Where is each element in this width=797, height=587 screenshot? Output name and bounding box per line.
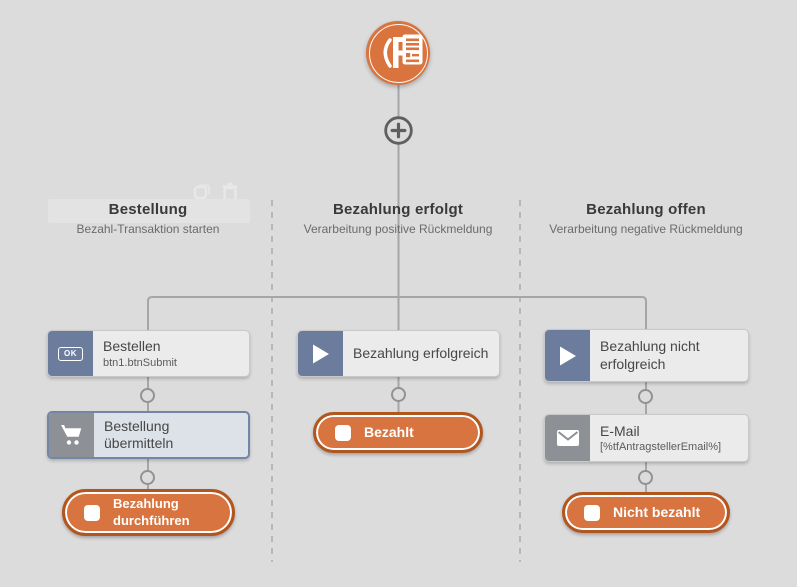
status-square-icon <box>84 504 100 521</box>
node-bezahlung-erfolgreich[interactable]: Bezahlung erfolgreich <box>297 330 500 377</box>
status-square-icon <box>584 504 600 521</box>
node-bestellen[interactable]: OK Bestellen btn1.btnSubmit <box>47 330 250 377</box>
column-subtitle: Verarbeitung positive Rückmeldung <box>303 222 493 236</box>
node-title: Bezahlung nicht erfolgreich <box>600 338 700 372</box>
state-nicht-bezahlt[interactable]: Nicht bezahlt <box>562 492 730 533</box>
status-square-icon <box>335 424 351 441</box>
node-bezahlung-nicht-erfolgreich[interactable]: Bezahlung nicht erfolgreich <box>544 329 749 382</box>
node-bestellung-uebermitteln[interactable]: Bestellung übermitteln <box>47 411 250 459</box>
column-subtitle: Bezahl-Transaktion starten <box>76 222 220 236</box>
form-start-node[interactable] <box>366 21 430 85</box>
state-bezahlung-durchfuehren[interactable]: Bezahlung durchführen <box>62 489 235 536</box>
node-title: E-Mail <box>600 422 640 439</box>
form-app-icon <box>383 34 423 68</box>
column-header-bestellung: Bestellung Bezahl-Transaktion starten <box>23 199 273 236</box>
node-title: Bestellung übermitteln <box>104 417 174 451</box>
column-title: Bezahlung erfolgt <box>332 201 464 218</box>
state-label: Bezahlt <box>364 423 414 440</box>
ok-button-icon: OK <box>48 331 93 376</box>
node-email[interactable]: E-Mail [%tfAntragstellerEmail%] <box>544 414 749 462</box>
node-subtitle: [%tfAntragstellerEmail%] <box>600 441 722 454</box>
connector-port <box>638 470 653 485</box>
mail-icon <box>545 415 590 461</box>
connector-port <box>638 389 653 404</box>
column-title: Bestellung <box>108 201 188 218</box>
node-title: Bezahlung erfolgreich <box>353 344 489 361</box>
branch-toolbar <box>192 182 239 202</box>
state-bezahlt[interactable]: Bezahlt <box>313 412 483 453</box>
cart-icon <box>49 413 94 457</box>
connector-port <box>140 470 155 485</box>
state-label: Bezahlung durchführen <box>113 496 190 528</box>
add-step-button[interactable] <box>383 115 414 146</box>
node-subtitle: btn1.btnSubmit <box>103 356 177 369</box>
column-title: Bezahlung offen <box>586 201 706 218</box>
column-header-bezahlung-erfolgt: Bezahlung erfolgt Verarbeitung positive … <box>273 201 523 236</box>
node-title: Bestellen <box>103 338 161 355</box>
state-label: Nicht bezahlt <box>613 503 701 520</box>
column-subtitle: Verarbeitung negative Rückmeldung <box>549 222 743 236</box>
plus-icon <box>384 116 413 145</box>
connector-port <box>140 388 155 403</box>
header-highlight <box>48 199 250 223</box>
connector-port <box>391 387 406 402</box>
column-header-bezahlung-offen: Bezahlung offen Verarbeitung negative Rü… <box>521 201 771 236</box>
duplicate-icon[interactable] <box>192 182 212 202</box>
play-icon <box>545 330 590 381</box>
play-icon <box>298 331 343 376</box>
